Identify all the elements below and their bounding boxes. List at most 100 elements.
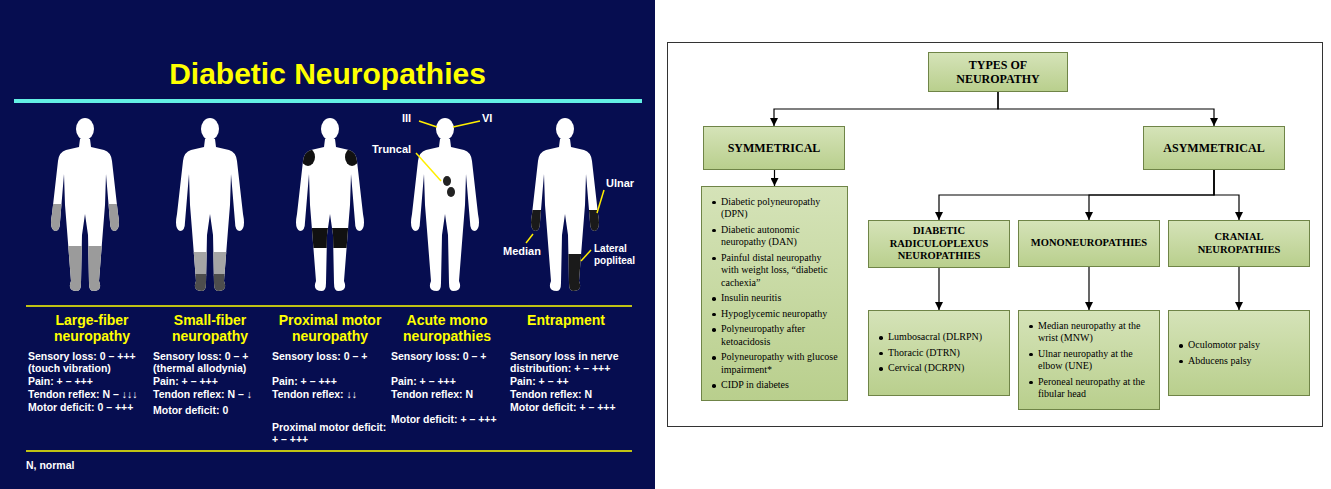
leader-line [419, 121, 437, 127]
finding-text: Sensory loss: 0 – + [391, 350, 509, 362]
body-silhouette [411, 139, 479, 291]
body-figure [525, 118, 605, 294]
root-box: TYPES OF NEUROPATHY [928, 52, 1068, 92]
finding-text: Motor deficit: + – +++ [391, 413, 509, 425]
label-wrap: Ulnar [606, 177, 646, 190]
list-box: Lumbosacral (DLRPN)Thoracic (DTRN)Cervic… [868, 310, 1010, 396]
title-wrap: Diabetic Neuropathies [0, 57, 655, 91]
body-figure [176, 118, 244, 294]
head-silhouette [436, 118, 454, 140]
finding-text: Motor deficit: 0 – +++ [28, 401, 152, 413]
affected-foot [190, 274, 230, 294]
list-item: Lumbosacral (DLRPN) [877, 331, 1003, 344]
finding-text: Tendon reflex: ↓↓ [272, 388, 390, 400]
finding-column: Sensory loss: 0 – +++ (touch vibration)P… [28, 350, 152, 414]
finding-text: Sensory loss: 0 – + (thermal allodynia) [153, 350, 271, 374]
nerve-label: VI [482, 112, 504, 125]
tree-connector [774, 92, 998, 126]
finding-text: Sensory loss: 0 – +++ (touch vibration) [28, 350, 152, 374]
column-heading: Entrapment [507, 312, 625, 328]
label-wrap: III [402, 112, 424, 125]
affected-leg [65, 246, 105, 294]
tree-connector [1088, 267, 1089, 310]
leader-line [416, 153, 441, 181]
label-wrap: Lateral popliteal [594, 243, 648, 267]
finding-text: Motor deficit: + – +++ [510, 401, 646, 413]
nerve-label: Truncal [372, 143, 416, 156]
figure-frame [668, 43, 1323, 427]
finding-column: Sensory loss in nerve distribution: + – … [510, 350, 646, 414]
affected-leg [567, 254, 587, 294]
body-silhouette [176, 139, 244, 291]
footnote: N, normal [26, 459, 146, 471]
box-label: DIABETIC RADICULOPLEXUS NEUROPATHIES [874, 225, 1004, 263]
finding-text: Pain: + – +++ [28, 375, 152, 387]
list-item: Diabetic polyneuropathy (DPN) [710, 196, 841, 221]
body-silhouette [51, 139, 119, 291]
finding-column: Sensory loss: 0 – + (thermal allodynia)P… [153, 350, 271, 417]
finding-text: Pain: + – ++ [510, 375, 646, 387]
tree-connector [938, 268, 939, 311]
list-item: Oculomotor palsy [1177, 339, 1303, 352]
finding-text: Pain: + – +++ [153, 375, 271, 387]
finding-text: Sensory loss: 0 – + [272, 350, 390, 362]
list-item: Thoracic (DTRN) [877, 347, 1003, 360]
affected-thigh [310, 228, 350, 248]
head-silhouette [76, 118, 94, 140]
finding-text: Pain: + – +++ [272, 375, 390, 387]
box-label: CRANIAL NEUROPATHIES [1174, 231, 1304, 256]
table-rule [26, 305, 632, 307]
affected-trunk [447, 187, 455, 197]
tree-connector [1238, 267, 1239, 310]
heading-wrap: Large-fiber neuropathy [33, 312, 151, 344]
list-item: Diabetic autonomic neuropathy (DAN) [710, 224, 841, 249]
finding-text: Pain: + – +++ [391, 375, 509, 387]
title-rule [14, 99, 642, 103]
list-box: Diabetic polyneuropathy (DPN) Diabetic au… [701, 186, 848, 401]
list-item: Painful distal neuropathy with weight lo… [710, 252, 841, 290]
finding-column: Sensory loss: 0 – + Pain: + – +++Tendon r… [272, 350, 390, 446]
list-item: Ulnar neuropathy at the elbow (UNE) [1027, 348, 1153, 373]
finding-text: Motor deficit: 0 [153, 404, 271, 416]
affected-hand [108, 204, 125, 236]
finding-text: Proximal motor deficit: + – +++ [272, 421, 390, 445]
nerve-label: III [402, 112, 424, 125]
body-figure [45, 118, 125, 294]
tree-connector [939, 170, 1214, 220]
affected-shoulder [345, 148, 359, 166]
heading-wrap: Small-fiber neuropathy [151, 312, 269, 344]
nerve-label: Lateral popliteal [594, 243, 648, 267]
finding-text: Tendon reflex: N – ↓ [153, 388, 271, 400]
list-box: Oculomotor palsyAbducens palsy [1168, 310, 1310, 396]
list-item: Polyneuropathy with glucose impairment* [710, 351, 841, 376]
heading-wrap: Proximal motor neuropathy [271, 312, 389, 344]
affected-leg [190, 252, 230, 276]
finding-text: Tendon reflex: N [391, 388, 509, 400]
body-silhouette [531, 139, 599, 291]
head-silhouette [321, 118, 339, 140]
finding-text: Tendon reflex: N – ↓↓↓ [28, 388, 152, 400]
tree-connector [774, 170, 775, 186]
column-heading: Large-fiber neuropathy [33, 312, 151, 344]
finding-text: Sensory loss in nerve distribution: + – … [510, 350, 646, 374]
column-heading: Proximal motor neuropathy [271, 312, 389, 344]
heading-wrap: Entrapment [507, 312, 625, 328]
affected-shoulder [301, 148, 315, 166]
body-figure [296, 118, 364, 291]
affected-area [301, 148, 359, 248]
finding-text: Tendon reflex: N [510, 388, 646, 400]
subcategory-box: CRANIAL NEUROPATHIES [1168, 220, 1310, 267]
list-item: Polyneuropathy after ketoacidosis [710, 323, 841, 348]
tree-connector [1089, 170, 1214, 220]
category-box: SYMMETRICAL [703, 126, 845, 170]
head-silhouette [556, 118, 574, 140]
list-item: Insulin neuritis [710, 292, 841, 305]
nerve-label: Ulnar [606, 177, 646, 190]
affected-area [190, 252, 230, 294]
box-label: TYPES OF NEUROPATHY [934, 58, 1062, 86]
box-label: SYMMETRICAL [728, 141, 821, 155]
affected-hand [45, 204, 62, 236]
column-heading: Acute mono neuropathies [388, 312, 506, 344]
